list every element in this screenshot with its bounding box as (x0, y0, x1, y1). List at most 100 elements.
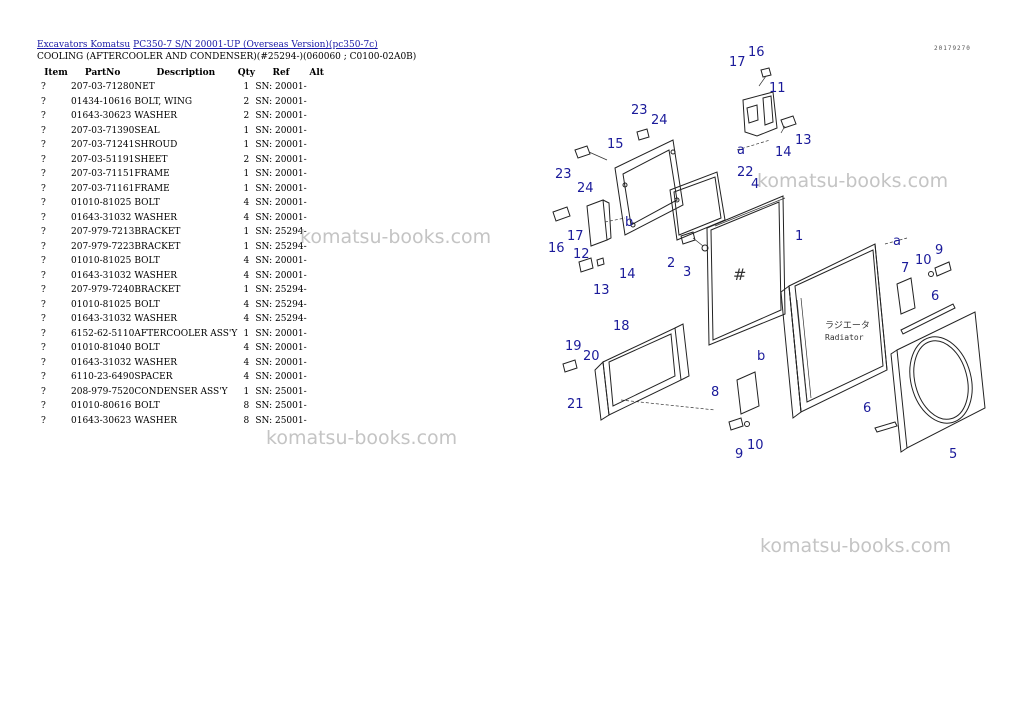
cell-ref: SN: 20001- (255, 372, 307, 382)
cell-qty: 8 (243, 401, 250, 411)
cell-alt (307, 414, 327, 429)
callout: 23 (555, 167, 572, 182)
breadcrumb-link-model[interactable]: PC350-7 S/N 20001-UP (Overseas Version)(… (133, 40, 378, 50)
cell-description: BOLT (134, 343, 160, 353)
cell-description: NET (134, 82, 155, 92)
shroud-part-5 (890, 311, 986, 453)
callout: 9 (735, 447, 743, 462)
cell-item: ? (41, 299, 46, 310)
bracket-part-24 (586, 199, 612, 247)
cell-ref: SN: 25294- (255, 299, 307, 310)
column-header-partno: PartNo (84, 68, 121, 78)
cell-qty: 2 (243, 154, 250, 165)
column-header-description: Description (156, 68, 216, 78)
cell-partno: 207-03-51191 (71, 154, 135, 165)
cell-ref: SN: 25001- (255, 386, 307, 397)
cell-item: ? (41, 241, 46, 252)
cell-partno: 01010-81025 (71, 198, 132, 208)
frame-part-15 (614, 139, 684, 236)
cell-qty: 1 (243, 227, 250, 237)
callout: 14 (775, 145, 792, 160)
callout: 16 (748, 45, 765, 60)
cell-alt (307, 341, 327, 356)
cell-alt (307, 298, 327, 313)
cell-partno: 207-03-71280 (71, 82, 135, 92)
cell-alt (307, 138, 327, 153)
cell-description: WASHER (134, 270, 178, 281)
cell-alt (307, 283, 327, 298)
cell-partno: 01643-31032 (71, 212, 132, 223)
cell-item: ? (41, 386, 46, 397)
bolt-part-16 (758, 67, 772, 87)
cell-qty: 1 (243, 183, 250, 194)
cell-qty: 4 (243, 270, 250, 281)
cell-description: SHROUD (134, 140, 178, 150)
watermark: komatsu-books.com (300, 226, 492, 248)
bolt-part-9-lower (728, 417, 750, 431)
cell-alt (307, 109, 327, 124)
callout: 24 (651, 113, 668, 128)
callout: 10 (915, 253, 932, 268)
cell-description: SEAL (134, 125, 160, 136)
cell-ref: SN: 25294- (255, 314, 307, 324)
cell-description: WASHER (134, 415, 178, 426)
cell-item: ? (41, 372, 46, 382)
cell-item: ? (41, 270, 46, 281)
callout: 12 (573, 247, 590, 262)
sheet-part-6 (874, 303, 956, 433)
wing-bolt-part-2 (680, 231, 709, 252)
cell-item: ? (41, 169, 46, 179)
cell-ref: SN: 20001- (255, 328, 307, 339)
cell-ref: SN: 20001- (255, 256, 307, 266)
cell-partno: 01010-81025 (71, 256, 132, 266)
cell-partno: 6110-23-6490 (71, 372, 135, 382)
watermark: komatsu-books.com (757, 170, 949, 192)
cell-alt (307, 80, 327, 95)
bolt-part-23-upper (636, 128, 650, 141)
cell-item: ? (41, 285, 46, 295)
table-header-row: Item PartNo Description Qty Ref Alt (37, 66, 327, 80)
cell-alt (307, 167, 327, 182)
breadcrumb-link-excavators[interactable]: Excavators Komatsu (37, 40, 131, 50)
cell-ref: SN: 20001- (255, 154, 307, 165)
cell-alt (307, 182, 327, 197)
cell-partno: 207-03-71161 (71, 183, 135, 194)
diagram-code: 20179270 (934, 45, 971, 52)
callout: 24 (577, 181, 594, 196)
cell-item: ? (41, 343, 46, 353)
cell-ref: SN: 20001- (255, 183, 307, 194)
cell-item: ? (41, 96, 46, 107)
cell-alt (307, 269, 327, 284)
ref-a-upper: a (737, 143, 745, 158)
callout: 18 (613, 319, 630, 334)
callout: 16 (548, 241, 565, 256)
cell-description: BRACKET (134, 285, 181, 295)
cell-alt (307, 356, 327, 371)
cell-item: ? (41, 82, 46, 92)
